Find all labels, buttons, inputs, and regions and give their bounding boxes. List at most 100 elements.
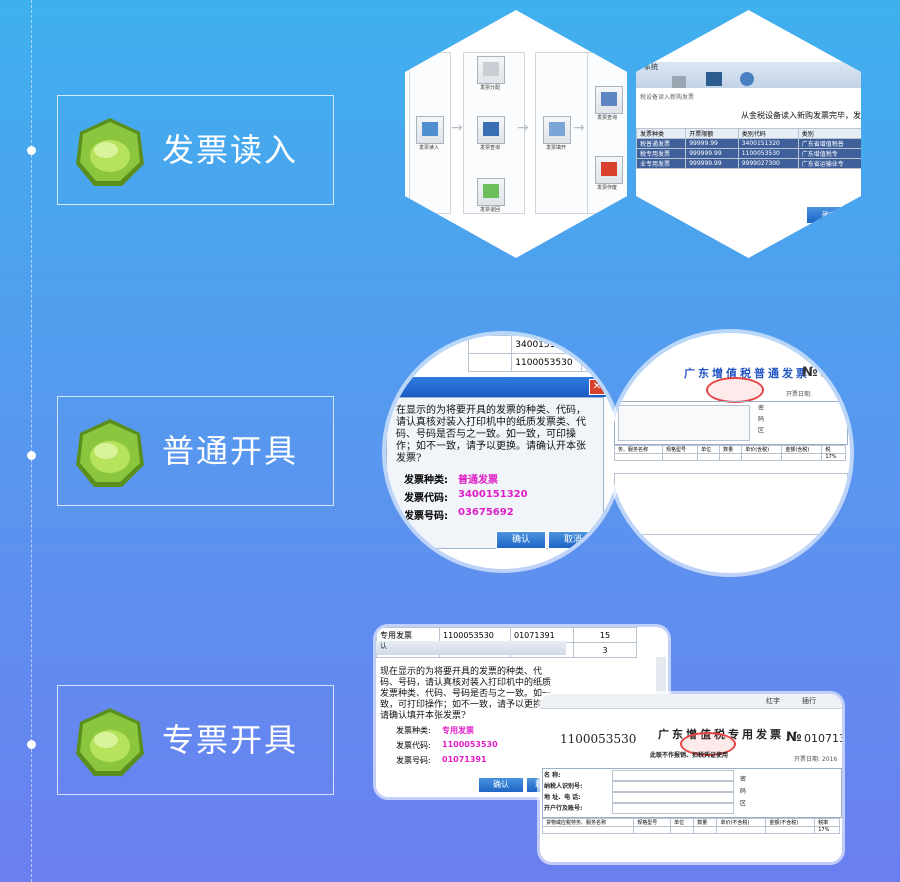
read-message: 从金税设备读入新购发票完毕，发票 [741, 111, 861, 120]
invoice-return-icon[interactable] [477, 178, 505, 206]
arrow-icon: → [451, 120, 463, 136]
feature-label: 发票读入 [162, 131, 299, 169]
buyer-taxid-label: 纳税人识别号: [544, 783, 583, 790]
no-value: 0107139 [804, 732, 842, 745]
buyer-address-label: 地 址、电 话: [544, 794, 581, 801]
number-label: 发票号码: [396, 756, 431, 765]
type-value: 专用发票 [442, 726, 474, 735]
code-value: 1100053530 [442, 740, 498, 749]
side-char: 密 [758, 405, 765, 412]
buyer-bank-label: 开户行及账号: [544, 805, 583, 812]
number-value: 03675692 [458, 507, 514, 518]
invoice-void-icon[interactable] [595, 156, 623, 184]
flow-caption: 发票查询 [479, 145, 500, 151]
flow-caption: 发票作废 [596, 185, 617, 191]
date-label: 开票日期: [786, 391, 813, 398]
read-result-screenshot: 系统 税设备读入新购发票 从金税设备读入新购发票完毕，发票 发票种类 开票限额 … [636, 10, 861, 258]
buyer-name-field[interactable] [612, 770, 734, 781]
timeline-line [31, 0, 32, 882]
no-value: 0 [820, 367, 827, 380]
red-letter-button[interactable]: 红字 [766, 697, 780, 705]
item-table: 货物或应税劳务、服务名称 规格型号 单位 数量 单价(不含税) 金额(不含税) … [541, 818, 840, 834]
window-title: 系统 [644, 63, 658, 71]
arrow-icon: → [517, 120, 529, 136]
side-char: 密 [740, 776, 747, 783]
arrow-icon: → [573, 120, 585, 136]
code-label: 发票代码: [404, 493, 448, 504]
side-char: 码 [740, 788, 747, 795]
flow-caption: 发票查询 [596, 115, 617, 121]
invoice-search-icon[interactable] [595, 86, 623, 114]
ok-button[interactable]: 确定 [806, 206, 852, 224]
side-char: 区 [758, 427, 765, 434]
toolbar-icon[interactable] [672, 76, 686, 88]
invoice-code: 20 [610, 363, 624, 376]
buyer-name-label: 名 称: [544, 772, 561, 779]
flow-caption: 发票读入 [418, 145, 439, 151]
type-value: 普通发票 [458, 475, 498, 486]
date-label: 开票日期: 2016 [794, 756, 838, 763]
special-invoice-screenshot: 红字 插行 1100053530 广东增值税专用发票 此联不作报销、扣税凭证使用… [540, 694, 842, 862]
feature-label: 普通开具 [162, 432, 299, 470]
table-row[interactable]: 税普通发票 99999.99 3400151320 广东省增值税普 [636, 138, 861, 149]
close-icon[interactable]: ✕ [589, 379, 605, 395]
green-gem-icon [76, 419, 144, 487]
confirm-button[interactable]: 确认 [496, 531, 546, 549]
invoice-code: 1100053530 [560, 732, 637, 746]
invoice-subtitle: 此联不作报销、扣税凭证使用 [650, 752, 729, 759]
buyer-taxid-field[interactable] [612, 781, 734, 792]
confirm-button[interactable]: 确认 [478, 777, 524, 793]
table-row[interactable]: 17% [613, 453, 846, 461]
invoice-query-icon[interactable] [477, 116, 505, 144]
invoice-fill-icon[interactable] [543, 116, 571, 144]
dialog-message: 现在显示的为将要开具的发票的种类、代码、号码，请认真核对装入打印机中的纸质发票种… [380, 667, 552, 721]
table-row[interactable]: 税专用发票 999999.99 1100053530 广东增值税专 [636, 148, 861, 159]
red-seal [706, 377, 764, 403]
code-label: 发票代码: [396, 741, 431, 750]
number-value: 01071391 [442, 755, 487, 764]
buyer-info-field[interactable] [618, 405, 750, 441]
no-label: № [786, 730, 802, 745]
flow-caption: 发票退回 [479, 207, 500, 213]
green-gem-icon [76, 708, 144, 776]
invoice-title: 广东增值税普通发票 [684, 367, 810, 380]
normal-invoice-screenshot: 20 广东增值税普通发票 № 0 开票日期: 密 码 区 务、服务名称 规格型号… [610, 333, 850, 573]
feature-invoice-read: 发票读入 [57, 95, 334, 205]
table-row[interactable]: 业专用发票 999999.99 9999027300 广东省运输业专 [636, 158, 861, 169]
timeline-dot [27, 740, 36, 749]
globe-icon[interactable] [740, 72, 754, 86]
dialog-subtitle: 税设备读入新购发票 [640, 94, 695, 101]
type-label: 发票种类: [396, 726, 431, 735]
flow-diagram-screenshot: 发票读入 → 发票分配 发票查询 发票退回 → 发票填开 → 发票查询 发票作废 [405, 10, 627, 258]
invoice-read-icon[interactable] [416, 116, 444, 144]
buyer-address-field[interactable] [612, 792, 734, 803]
timeline-dot [27, 146, 36, 155]
number-label: 发票号码: [404, 511, 448, 522]
code-value: 3400151320 [458, 489, 528, 500]
dialog-titlebar: 认 [376, 641, 566, 655]
cancel-button[interactable]: 取消 [548, 531, 598, 549]
flow-caption: 发票填开 [545, 145, 566, 151]
feature-label: 专票开具 [162, 721, 299, 759]
insert-row-button[interactable]: 插行 [802, 697, 816, 705]
red-seal [680, 732, 736, 756]
invoice-distribute-icon[interactable] [477, 56, 505, 84]
green-gem-icon [76, 118, 144, 186]
dialog-message: 在显示的为将要开具的发票的种类、代码，请认真核对装入打印机中的纸质发票类、代码、… [396, 405, 586, 464]
read-table: 发票种类 开票限额 类别代码 类别 税普通发票 99999.99 3400151… [636, 128, 861, 169]
type-label: 发票种类: [404, 475, 448, 486]
feature-normal-issue: 普通开具 [57, 396, 334, 506]
no-label: № [802, 365, 818, 380]
side-char: 区 [740, 800, 747, 807]
dialog-titlebar [386, 377, 620, 397]
monitor-icon[interactable] [706, 72, 722, 86]
item-table: 务、服务名称 规格型号 单位 数量 单价(含税) 金额(含税) 税 17% [613, 445, 846, 461]
feature-special-issue: 专票开具 [57, 685, 334, 795]
flow-caption: 发票分配 [479, 85, 500, 91]
table-row[interactable]: 17% [541, 826, 840, 834]
timeline-dot [27, 451, 36, 460]
buyer-bank-field[interactable] [612, 803, 734, 814]
side-char: 码 [758, 416, 765, 423]
